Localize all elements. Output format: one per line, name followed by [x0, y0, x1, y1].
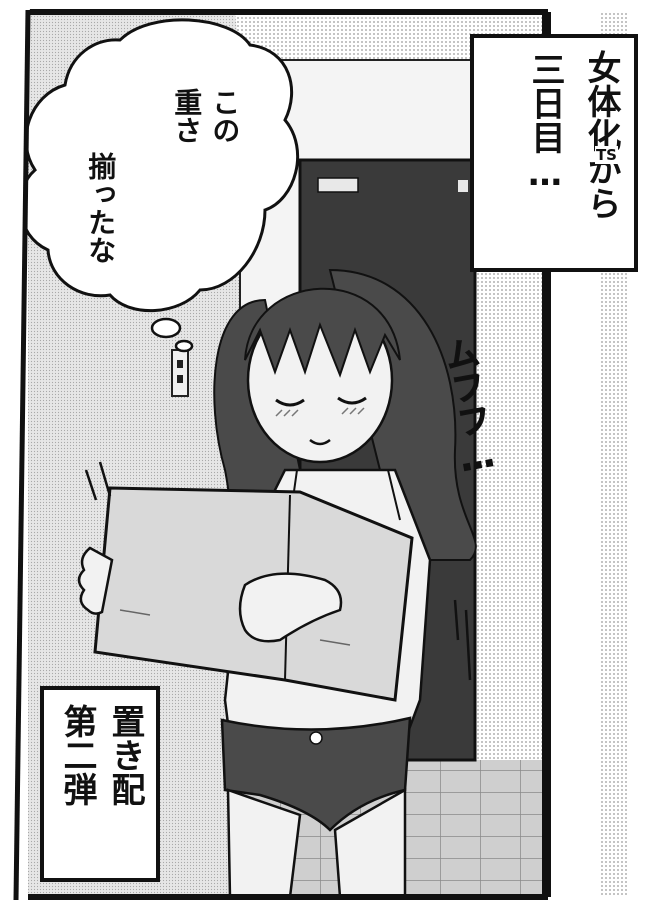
caption-text-1: 置き配: [105, 704, 145, 806]
thought-text-1: この: [208, 88, 242, 144]
narration-box-top: 女体化から TS 三日目…: [470, 34, 638, 272]
narration-text-1: 女体化から: [581, 50, 621, 220]
caption-box-bottom: 置き配 第二弾: [40, 686, 160, 882]
thought-text-3: 揃ったな: [84, 152, 118, 264]
caption-col-2: 第二弾: [57, 704, 97, 806]
narration-text-2: 三日目…: [525, 52, 565, 194]
cardboard-box: [77, 461, 472, 702]
caption-text-2: 第二弾: [57, 704, 97, 806]
narration-col-1: 女体化から: [581, 50, 621, 220]
thought-col-2: 重さ: [170, 88, 204, 144]
thought-col-1: この: [208, 88, 242, 144]
narration-col-2: 三日目…: [525, 52, 565, 194]
thought-col-3: 揃ったな: [84, 152, 118, 264]
caption-col-1: 置き配: [105, 704, 145, 806]
narration-ts-label: TS: [594, 146, 618, 164]
thought-text-2: 重さ: [170, 88, 204, 144]
